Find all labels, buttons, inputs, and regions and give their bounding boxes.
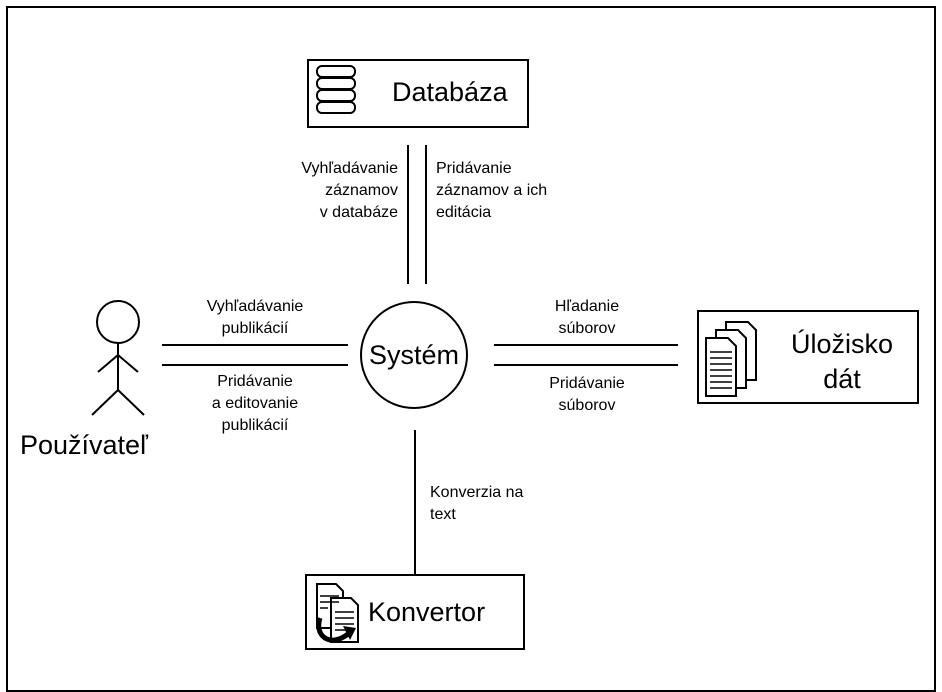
system-label: Systém — [368, 340, 460, 370]
edge-label-storage-search: Hľadanie súborov — [554, 298, 620, 337]
edge-label-user-add: Pridávanie a editovanie publikácií — [211, 373, 299, 434]
database-label: Databáza — [392, 77, 508, 107]
edge-label-storage-add: Pridávanie súborov — [549, 375, 625, 414]
storage-label-line2: dát — [823, 364, 861, 394]
edge-label-db-add: Pridávanie záznamov a ich editácia — [436, 160, 548, 221]
edge-label-convert: Konverzia na text — [430, 484, 524, 523]
system-circle — [360, 301, 468, 409]
stick-figure-icon — [91, 300, 145, 416]
converter-label: Konvertor — [368, 597, 486, 627]
edge-label-user-search: Vyhľadávanie publikácií — [206, 298, 304, 337]
user-label: Používateľ — [20, 430, 148, 460]
storage-label-line1: Úložisko — [790, 329, 894, 359]
edge-label-db-search: Vyhľadávanie záznamov v databáze — [301, 160, 398, 221]
